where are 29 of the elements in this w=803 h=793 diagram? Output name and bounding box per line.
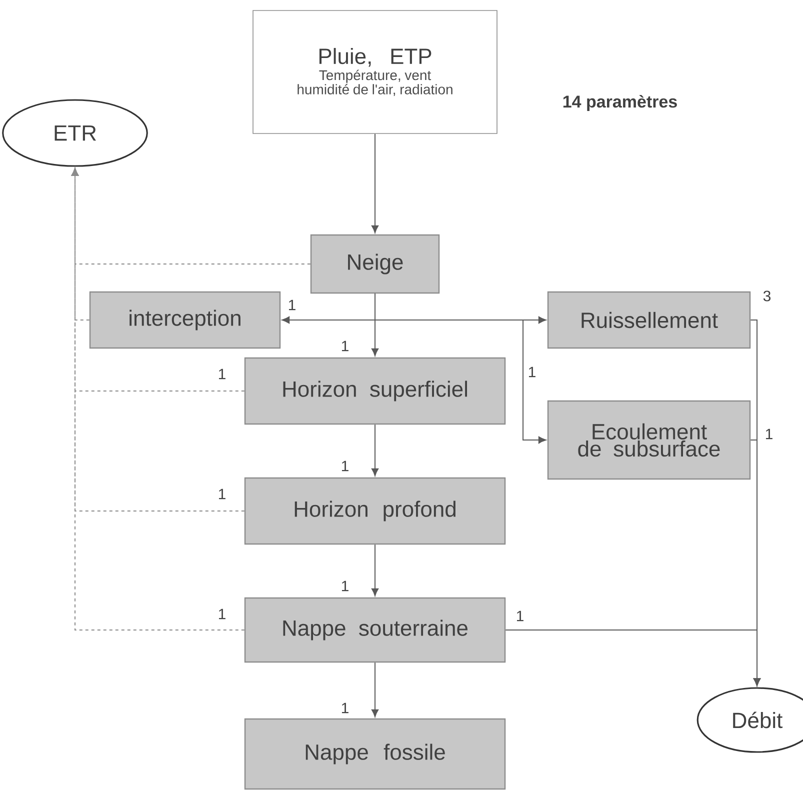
edge-label: 1 [216,608,228,620]
process-box: Nappe fossile [244,718,506,790]
edge-label: 1 [764,428,774,440]
input-box: Pluie, ETP Température, vent humidité de l'air, radiation [252,10,498,134]
edge-label: 1 [340,460,350,472]
edge-label: 1 [526,366,538,378]
process-box: Nappe souterraine [244,597,506,663]
parameter-count: 14 paramètres [563,95,677,111]
process-box: Ecoulement de subsurface [547,400,751,480]
edge-label: 1 [286,298,298,312]
process-box: Ruissellement [547,291,751,349]
edge-label: 1 [216,488,228,500]
edge-label: 1 [340,580,350,592]
arrow [71,168,245,630]
process-box: Neige [310,234,440,294]
arrow [371,544,379,596]
edge-label: 1 [340,340,350,352]
edge-label: 1 [514,610,526,622]
process-box: Horizon profond [244,477,506,545]
arrow [371,293,379,356]
arrow [371,133,379,234]
process-box: Horizon superficiel [244,357,506,425]
arrow [371,424,379,476]
arrow [371,662,379,718]
edge-label: 1 [340,702,350,714]
process-box: interception [89,291,281,349]
edge-label: 1 [216,368,228,380]
edge-label: 3 [762,290,772,302]
arrow [505,630,761,686]
